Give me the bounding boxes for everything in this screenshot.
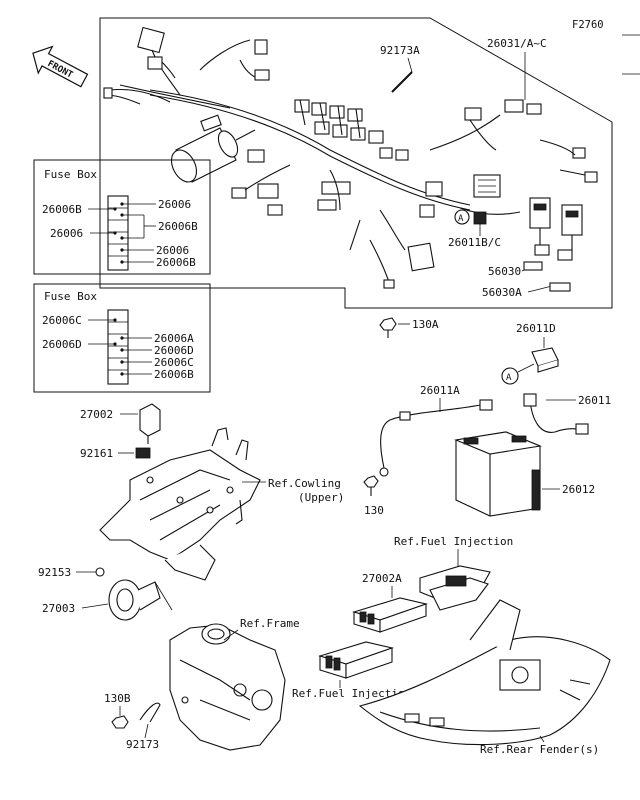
battery-cable-26011A [379,399,493,477]
part-label-56030: 56030 [488,265,521,278]
fuse-box-2-label-right-1: 26006A [154,332,194,345]
fuse-box-1-label-right-3: 26006 [156,244,189,257]
part-label-27003: 27003 [42,602,75,615]
front-arrow-icon: FRONT [32,45,89,88]
part-label-92173A: 92173A [380,44,420,57]
bolt-130 [363,475,379,496]
bolt-130B [111,715,129,729]
fuse-box-2-label-right-3: 26006C [154,356,194,369]
fuse-box-1: Fuse Box 26006B 26006 26006 26006B 26006… [33,159,211,275]
clamp-92173 [139,702,161,723]
fuse-box-2-title: Fuse Box [44,290,97,303]
part-label-26031: 26031/A~C [487,37,547,50]
part-label-92173: 92173 [126,738,159,751]
connector-mark-a-2: A [506,373,512,383]
ref-cowling-line2: (Upper) [298,491,344,504]
cowling-bracket [99,427,261,581]
horn-27003 [108,579,173,621]
part-label-130B: 130B [104,692,131,705]
fuse-box-1-label-left-2: 26006 [50,227,83,240]
ref-rear-fender: Ref.Rear Fender(s) [480,743,599,756]
ecu-27002A [352,597,428,633]
main-wiring-harness: A [103,26,598,289]
connector-cluster-top [294,99,409,161]
part-label-27002A: 27002A [362,572,402,585]
relay-27002 [139,403,161,444]
harness-panel-outline [99,17,613,309]
part-label-56030A: 56030A [482,286,522,299]
fuse-box-1-label-right-4: 26006B [156,256,196,269]
part-label-26012: 26012 [562,483,595,496]
fuse-box-1-label-left-1: 26006B [42,203,82,216]
frame-section [169,623,286,751]
terminal-cover-26011D [531,347,559,373]
ref-cowling-line1: Ref.Cowling [268,477,341,490]
part-label-130: 130 [364,504,384,517]
relay-cylinder [170,127,256,183]
fuse-box-1-label-right-1: 26006 [158,198,191,211]
figure-code: F2760 [572,19,604,31]
connector-mark-a-1: A [458,214,464,224]
part-label-92161: 92161 [80,447,113,460]
battery-cable-26011 [523,393,589,435]
ref-fuel-injection-1: Ref.Fuel Injection [394,535,513,548]
part-label-130A: 130A [412,318,439,331]
part-label-92153: 92153 [38,566,71,579]
fuse-box-1-title: Fuse Box [44,168,97,181]
fuse-box-2-label-left-1: 26006C [42,314,82,327]
fuse-box-2-label-right-4: 26006B [154,368,194,381]
ref-fuel-injection-2: Ref.Fuel Injection [292,687,411,700]
battery-26012 [453,431,543,517]
part-label-27002: 27002 [80,408,113,421]
bolt-130A: 130A [379,317,439,338]
ecu-lower [318,641,394,679]
rear-fender [358,599,611,746]
fuse-box-2-label-left-2: 26006D [42,338,82,351]
part-label-26011: 26011 [578,394,611,407]
fuse-box-2: Fuse Box 26006C 26006D 26006A 26006D 260… [33,283,211,393]
fuse-box-2-label-right-2: 26006D [154,344,194,357]
fuse-box-1-label-right-2: 26006B [158,220,198,233]
part-label-26011BC: 26011B/C [448,236,501,249]
part-label-26011D: 26011D [516,322,556,335]
ref-frame: Ref.Frame [240,617,300,630]
part-label-26011A: 26011A [420,384,460,397]
fuel-injection-bracket [419,565,491,611]
